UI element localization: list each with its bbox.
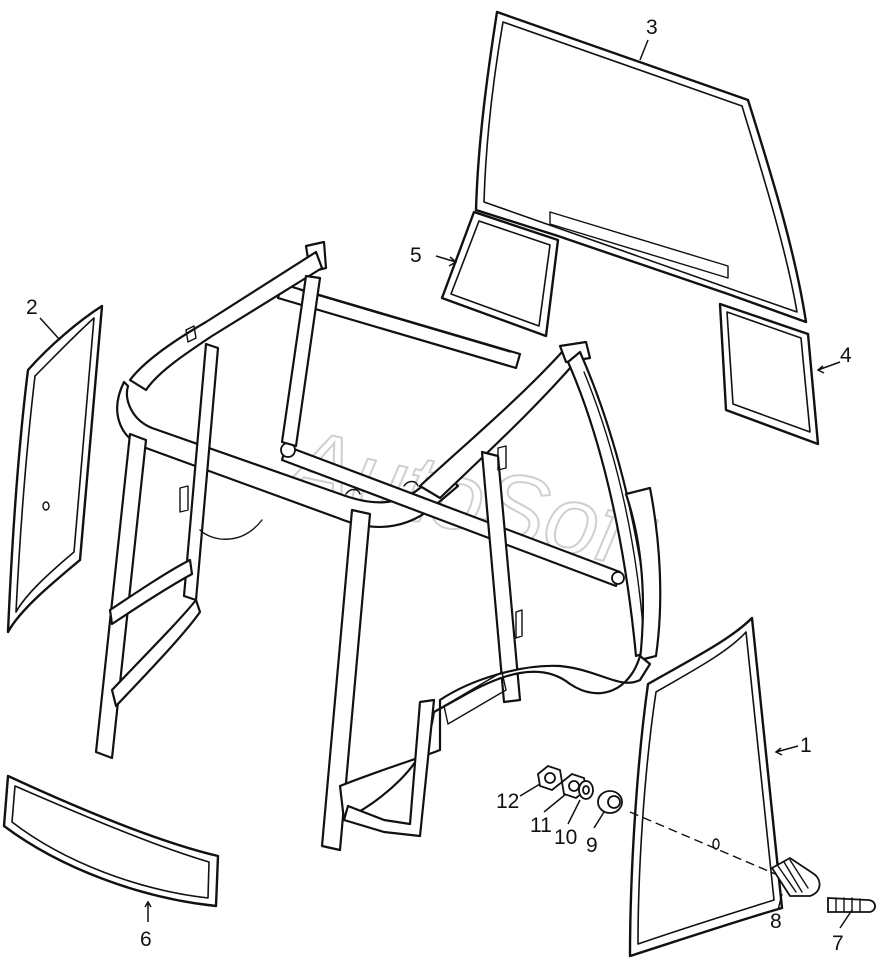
side-glass-left xyxy=(6,304,104,634)
callout-2: 2 xyxy=(26,296,38,319)
callout-4: 4 xyxy=(840,344,852,367)
callout-12: 12 xyxy=(496,790,519,813)
callout-10: 10 xyxy=(554,826,577,849)
side-glass-right xyxy=(628,616,784,958)
callout-8: 8 xyxy=(770,910,782,933)
small-rear-glass-right xyxy=(718,302,820,446)
callout-3: 3 xyxy=(646,16,658,39)
callout-7: 7 xyxy=(832,932,844,955)
callout-6: 6 xyxy=(140,928,152,951)
cab-frame xyxy=(94,240,662,852)
callout-9: 9 xyxy=(586,834,598,857)
callout-labels: 1 2 3 4 5 6 7 8 9 10 11 12 xyxy=(26,16,852,955)
front-lower-glass xyxy=(2,774,220,908)
callout-11: 11 xyxy=(530,814,552,837)
small-rear-glass-left xyxy=(440,210,560,338)
mounting-hardware xyxy=(537,764,876,913)
leader-lines xyxy=(39,39,853,929)
callout-5: 5 xyxy=(410,244,422,267)
callout-1: 1 xyxy=(800,734,812,757)
rear-window-glass xyxy=(474,10,808,324)
